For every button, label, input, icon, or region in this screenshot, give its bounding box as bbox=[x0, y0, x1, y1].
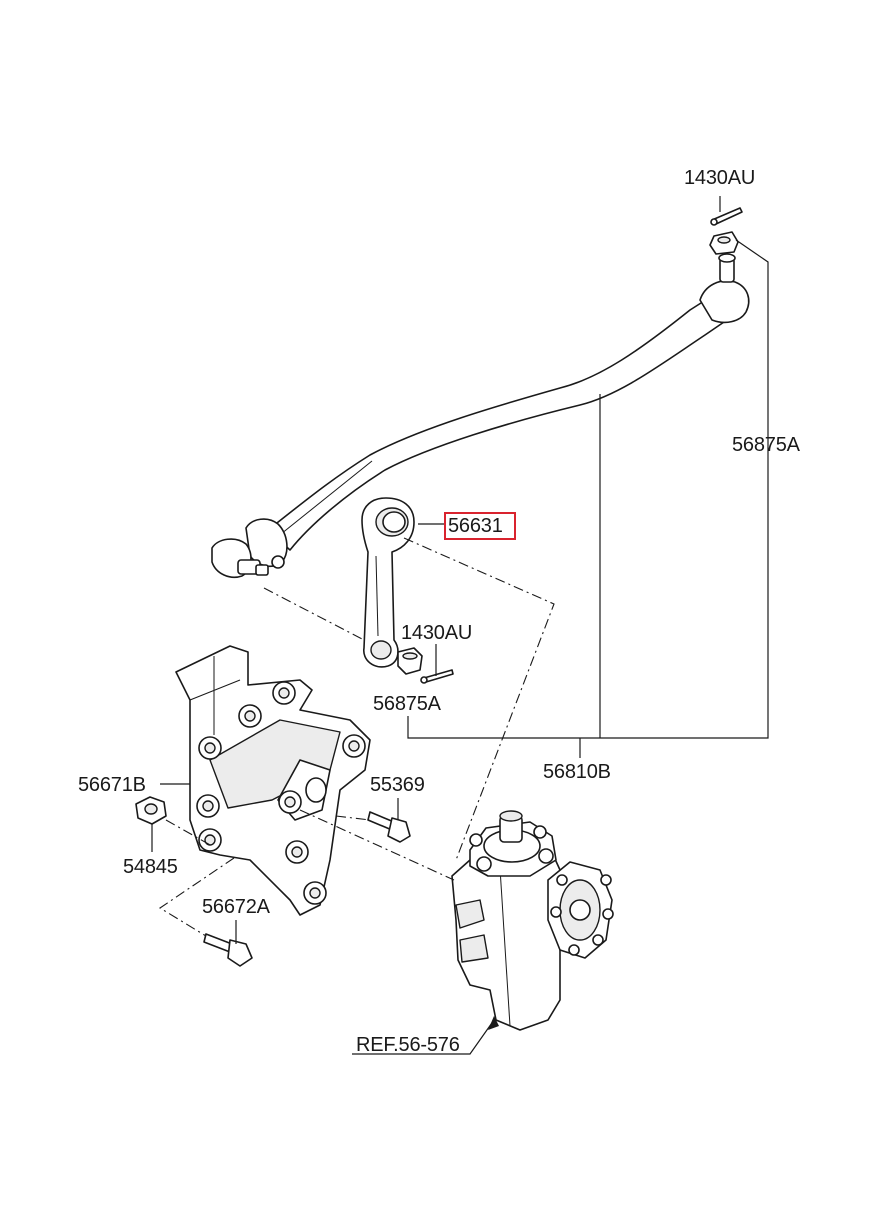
pitman-arm bbox=[361, 497, 415, 668]
steering-gear-box bbox=[451, 810, 614, 1031]
tie-rod-end-right bbox=[699, 231, 750, 324]
bracket bbox=[175, 645, 371, 916]
cotter-pin-top bbox=[710, 207, 743, 226]
label-cotter-pin-mid: 1430AU bbox=[401, 622, 473, 644]
flange-nut bbox=[135, 796, 167, 825]
leader-lines bbox=[151, 196, 769, 1055]
alignment-lines bbox=[158, 537, 555, 937]
label-bolt-56672A: 56672A bbox=[202, 896, 270, 918]
label-gear-box-ref[interactable]: REF.56-576 bbox=[356, 1034, 460, 1056]
bolt-55369 bbox=[367, 811, 411, 843]
label-drag-link-assy: 56810B bbox=[543, 761, 611, 783]
drag-link-left-end bbox=[211, 518, 288, 578]
bolt-56672A bbox=[203, 933, 253, 967]
highlight-box-56631 bbox=[444, 512, 516, 540]
castle-nut-mid bbox=[397, 647, 423, 675]
label-bracket: 56671B bbox=[78, 774, 146, 796]
label-tie-rod-end-right: 56875A bbox=[732, 434, 800, 456]
cotter-pin-mid bbox=[420, 669, 454, 684]
label-bolt-55369: 55369 bbox=[370, 774, 425, 796]
label-nut-54845: 54845 bbox=[123, 856, 178, 878]
label-tie-rod-end-left: 56875A bbox=[373, 693, 441, 715]
label-cotter-pin-top: 1430AU bbox=[684, 167, 756, 189]
label-pitman-arm: 56631 bbox=[448, 515, 503, 537]
